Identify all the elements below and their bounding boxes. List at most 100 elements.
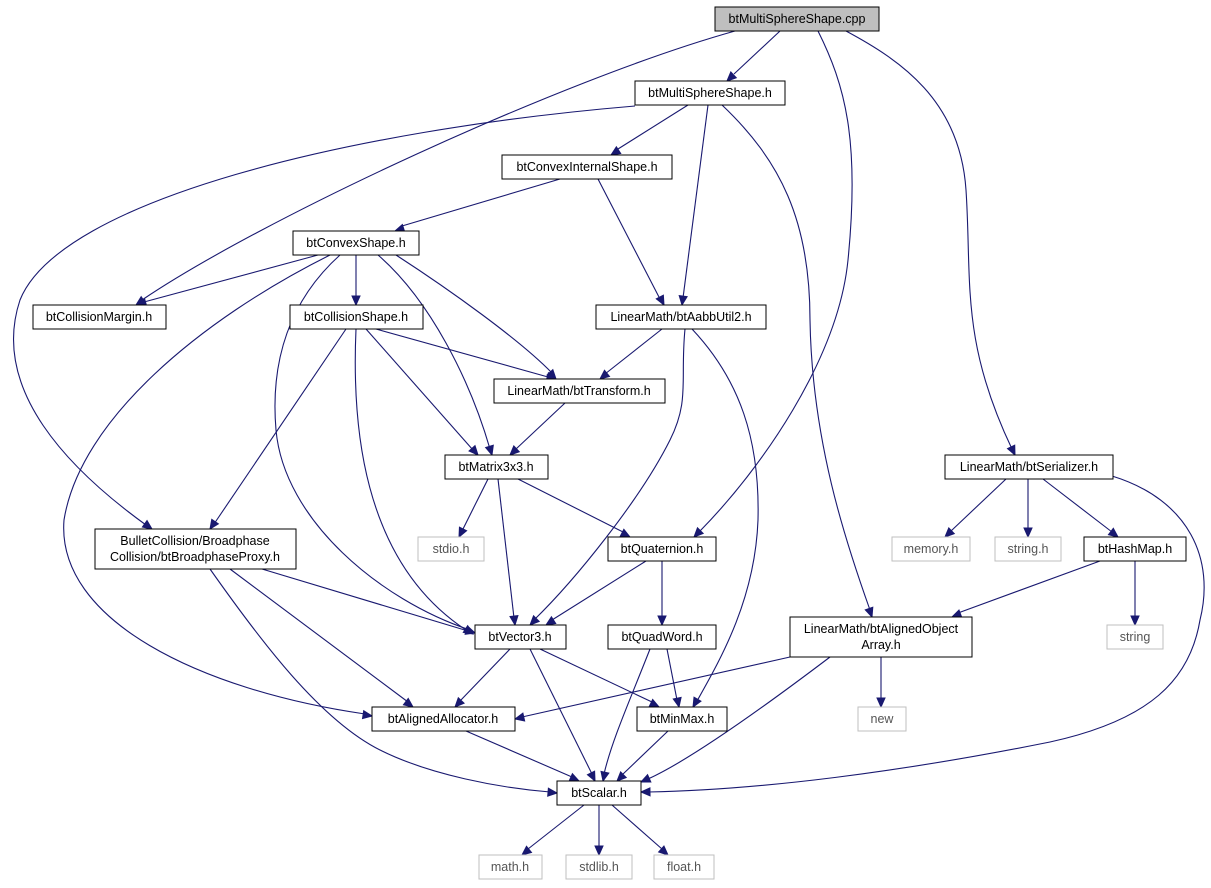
edge-line	[465, 730, 573, 778]
edge-broadphase-to-scalar	[209, 568, 559, 797]
edge-line	[461, 478, 489, 532]
node-linearmath-btaabbutil2-h[interactable]: LinearMath/btAabbUtil2.h	[595, 304, 767, 330]
edge-multisphere-h-to-alignedobject	[721, 104, 874, 619]
edge-arrowhead	[547, 787, 559, 797]
node-math-h[interactable]: math.h	[478, 854, 543, 880]
edge-broadphase-to-vector3	[261, 568, 477, 635]
node-btquadword-h[interactable]: btQuadWord.h	[607, 624, 717, 650]
edge-arrowhead	[648, 698, 661, 708]
node-label: btMatrix3x3.h	[458, 460, 533, 474]
node-btmultisphereshape-h[interactable]: btMultiSphereShape.h	[634, 80, 786, 106]
edge-arrowhead	[1130, 615, 1140, 627]
node-label: stdlib.h	[579, 860, 619, 874]
node-label: memory.h	[904, 542, 959, 556]
edge-line	[647, 656, 831, 780]
node-label: btMultiSphereShape.h	[648, 86, 772, 100]
edge-arrowhead	[402, 697, 414, 708]
node-btcollisionshape-h[interactable]: btCollisionShape.h	[289, 304, 424, 330]
edge-scalar-to-float	[611, 804, 669, 856]
edge-arrowhead	[464, 625, 477, 635]
node-label: LinearMath/btAabbUtil2.h	[610, 310, 751, 324]
edge-arrowhead	[1107, 527, 1119, 538]
edge-line	[621, 730, 669, 776]
edge-line	[957, 560, 1101, 614]
edge-collisionshape-to-broadphase	[209, 328, 347, 531]
node-btmultisphereshape-cpp[interactable]: btMultiSphereShape.cpp	[714, 6, 880, 32]
node-stdlib-h[interactable]: stdlib.h	[565, 854, 633, 880]
edge-line	[551, 560, 647, 621]
edge-line	[666, 648, 678, 701]
edge-line	[1042, 478, 1113, 533]
edge-arrowhead	[864, 606, 874, 619]
node-btmatrix3x3-h[interactable]: btMatrix3x3.h	[444, 454, 549, 480]
edge-arrowhead	[619, 528, 632, 538]
edge-scalar-to-stdlib	[594, 805, 604, 857]
node-new[interactable]: new	[857, 706, 907, 732]
edge-matrix3x3-to-stdio	[458, 478, 489, 539]
edge-line	[401, 178, 561, 227]
edge-quaternion-to-quadword	[657, 561, 667, 627]
edge-arrowhead	[521, 845, 533, 856]
edge-line	[395, 254, 553, 374]
nodes-layer: btMultiSphereShape.cpp btMultiSphereShap…	[32, 6, 1187, 880]
edge-arrowhead	[351, 295, 361, 307]
edge-quaternion-to-vector3	[544, 560, 647, 626]
edge-line	[647, 475, 1205, 793]
node-linearmath-bttransform-h[interactable]: LinearMath/btTransform.h	[493, 378, 666, 404]
edge-multisphere-h-to-broadphase	[13, 105, 636, 530]
edge-serializer-to-scalar	[639, 475, 1205, 797]
node-btalignedobjectarray-h[interactable]: LinearMath/btAlignedObject Array.h	[789, 616, 973, 658]
node-bthashmap-h[interactable]: btHashMap.h	[1083, 536, 1187, 562]
edge-arrowhead	[454, 696, 465, 708]
edge-arrowhead	[568, 772, 581, 782]
edge-convexshape-to-collisionshape	[351, 255, 361, 307]
node-float-h[interactable]: float.h	[653, 854, 715, 880]
edge-arrowhead	[509, 445, 521, 456]
edge-line	[13, 105, 636, 526]
edges-layer	[13, 30, 1205, 857]
node-label: btVector3.h	[488, 630, 551, 644]
edge-alignedobject-to-scalar	[639, 656, 831, 783]
node-btalignedallocator-h[interactable]: btAlignedAllocator.h	[371, 706, 516, 732]
edge-line	[845, 30, 1013, 450]
edge-hashmap-to-alignedobject	[950, 560, 1101, 619]
edge-line	[515, 402, 566, 450]
node-btconvexinternalshape-h[interactable]: btConvexInternalShape.h	[501, 154, 673, 180]
edge-vector3-to-scalar	[529, 648, 596, 783]
edge-arrowhead	[458, 526, 468, 539]
edge-arrowhead	[950, 609, 963, 619]
node-label: btCollisionMargin.h	[46, 310, 152, 324]
node-linearmath-btserializer-h[interactable]: LinearMath/btSerializer.h	[944, 454, 1114, 480]
edge-line	[229, 568, 409, 703]
edge-arrowhead	[655, 294, 665, 307]
edge-arrowhead	[141, 519, 153, 530]
node-stdio-h[interactable]: stdio.h	[417, 536, 485, 562]
node-btscalar-h[interactable]: btScalar.h	[556, 780, 642, 806]
node-label: btAlignedAllocator.h	[388, 712, 499, 726]
node-string-h[interactable]: string.h	[994, 536, 1062, 562]
node-btconvexshape-h[interactable]: btConvexShape.h	[292, 230, 420, 256]
edge-arrowhead	[1023, 527, 1033, 539]
edge-minmax-to-scalar	[616, 730, 669, 782]
node-btbroadphaseproxy-h[interactable]: BulletCollision/Broadphase Collision/btB…	[94, 528, 297, 570]
node-btcollisionmargin-h[interactable]: btCollisionMargin.h	[32, 304, 167, 330]
node-label: btQuadWord.h	[621, 630, 702, 644]
edge-arrowhead	[1006, 444, 1016, 457]
node-btminmax-h[interactable]: btMinMax.h	[636, 706, 728, 732]
node-label: string	[1120, 630, 1151, 644]
edge-alignedobject-to-alignedallocator	[513, 656, 791, 722]
edge-arrowhead	[586, 770, 596, 783]
edge-line	[597, 178, 661, 300]
node-string[interactable]: string	[1106, 624, 1164, 650]
node-label: LinearMath/btTransform.h	[507, 384, 650, 398]
edge-line	[529, 648, 593, 775]
edge-arrowhead	[209, 518, 220, 531]
node-label: btCollisionShape.h	[304, 310, 408, 324]
edge-arrowhead	[639, 773, 652, 783]
node-btquaternion-h[interactable]: btQuaternion.h	[607, 536, 717, 562]
node-btvector3-h[interactable]: btVector3.h	[474, 624, 567, 650]
edge-arrowhead	[509, 615, 519, 627]
node-memory-h[interactable]: memory.h	[891, 536, 971, 562]
edge-vector3-to-minmax	[539, 648, 661, 708]
